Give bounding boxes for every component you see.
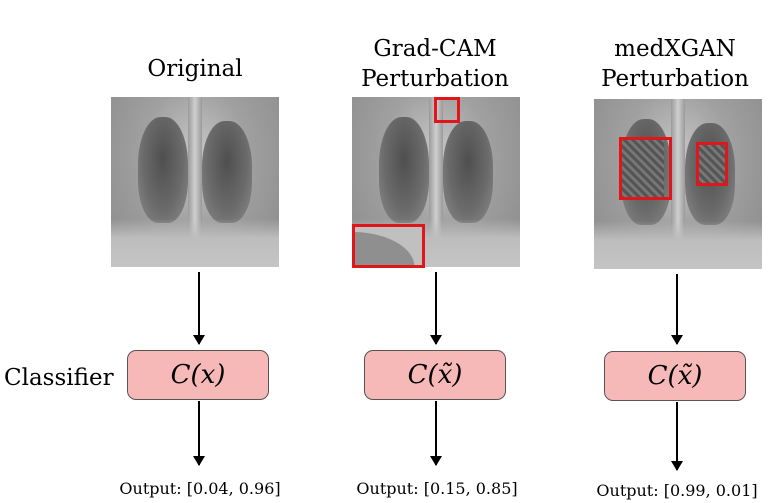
output-label: Output: xyxy=(596,481,659,500)
title-line: Perturbation xyxy=(601,66,749,92)
arrow-to-output-3 xyxy=(671,402,683,471)
arrow-to-classifier-2 xyxy=(430,272,442,345)
output-label: Output: xyxy=(356,479,419,498)
arrow-to-output-2 xyxy=(430,401,442,466)
column-title-gradcam: Grad-CAM Perturbation xyxy=(355,34,515,94)
gradcam-highlight-box-bottom xyxy=(352,224,425,268)
chest-xray-gradcam xyxy=(352,97,520,267)
classifier-box-gradcam: C(x̃) xyxy=(364,350,506,400)
output-label: Output: xyxy=(119,479,182,498)
column-title-original: Original xyxy=(120,54,270,84)
classifier-box-medxgan: C(x̃) xyxy=(604,351,746,401)
output-value: [0.15, 0.85] xyxy=(423,479,518,498)
title-line: Perturbation xyxy=(361,66,509,92)
output-value: [0.04, 0.96] xyxy=(186,479,281,498)
arrow-to-classifier-1 xyxy=(193,272,205,345)
arrow-to-classifier-3 xyxy=(671,274,683,345)
gradcam-highlight-box-top xyxy=(434,97,460,123)
title-line: Original xyxy=(147,56,243,82)
title-line: Grad-CAM xyxy=(373,36,497,62)
medxgan-highlight-box-left xyxy=(619,137,672,200)
output-medxgan: Output: [0.99, 0.01] xyxy=(572,481,770,501)
title-line: medXGAN xyxy=(614,36,736,62)
chest-xray-original xyxy=(111,97,279,267)
arrow-to-output-1 xyxy=(193,401,205,466)
output-value: [0.99, 0.01] xyxy=(663,481,758,500)
classifier-row-label: Classifier xyxy=(4,365,114,391)
output-original: Output: [0.04, 0.96] xyxy=(95,479,305,499)
medxgan-highlight-box-right xyxy=(696,142,728,186)
chest-xray-medxgan xyxy=(594,99,762,269)
column-title-medxgan: medXGAN Perturbation xyxy=(595,34,755,94)
output-gradcam: Output: [0.15, 0.85] xyxy=(332,479,542,499)
classifier-box-original: C(x) xyxy=(127,350,269,400)
